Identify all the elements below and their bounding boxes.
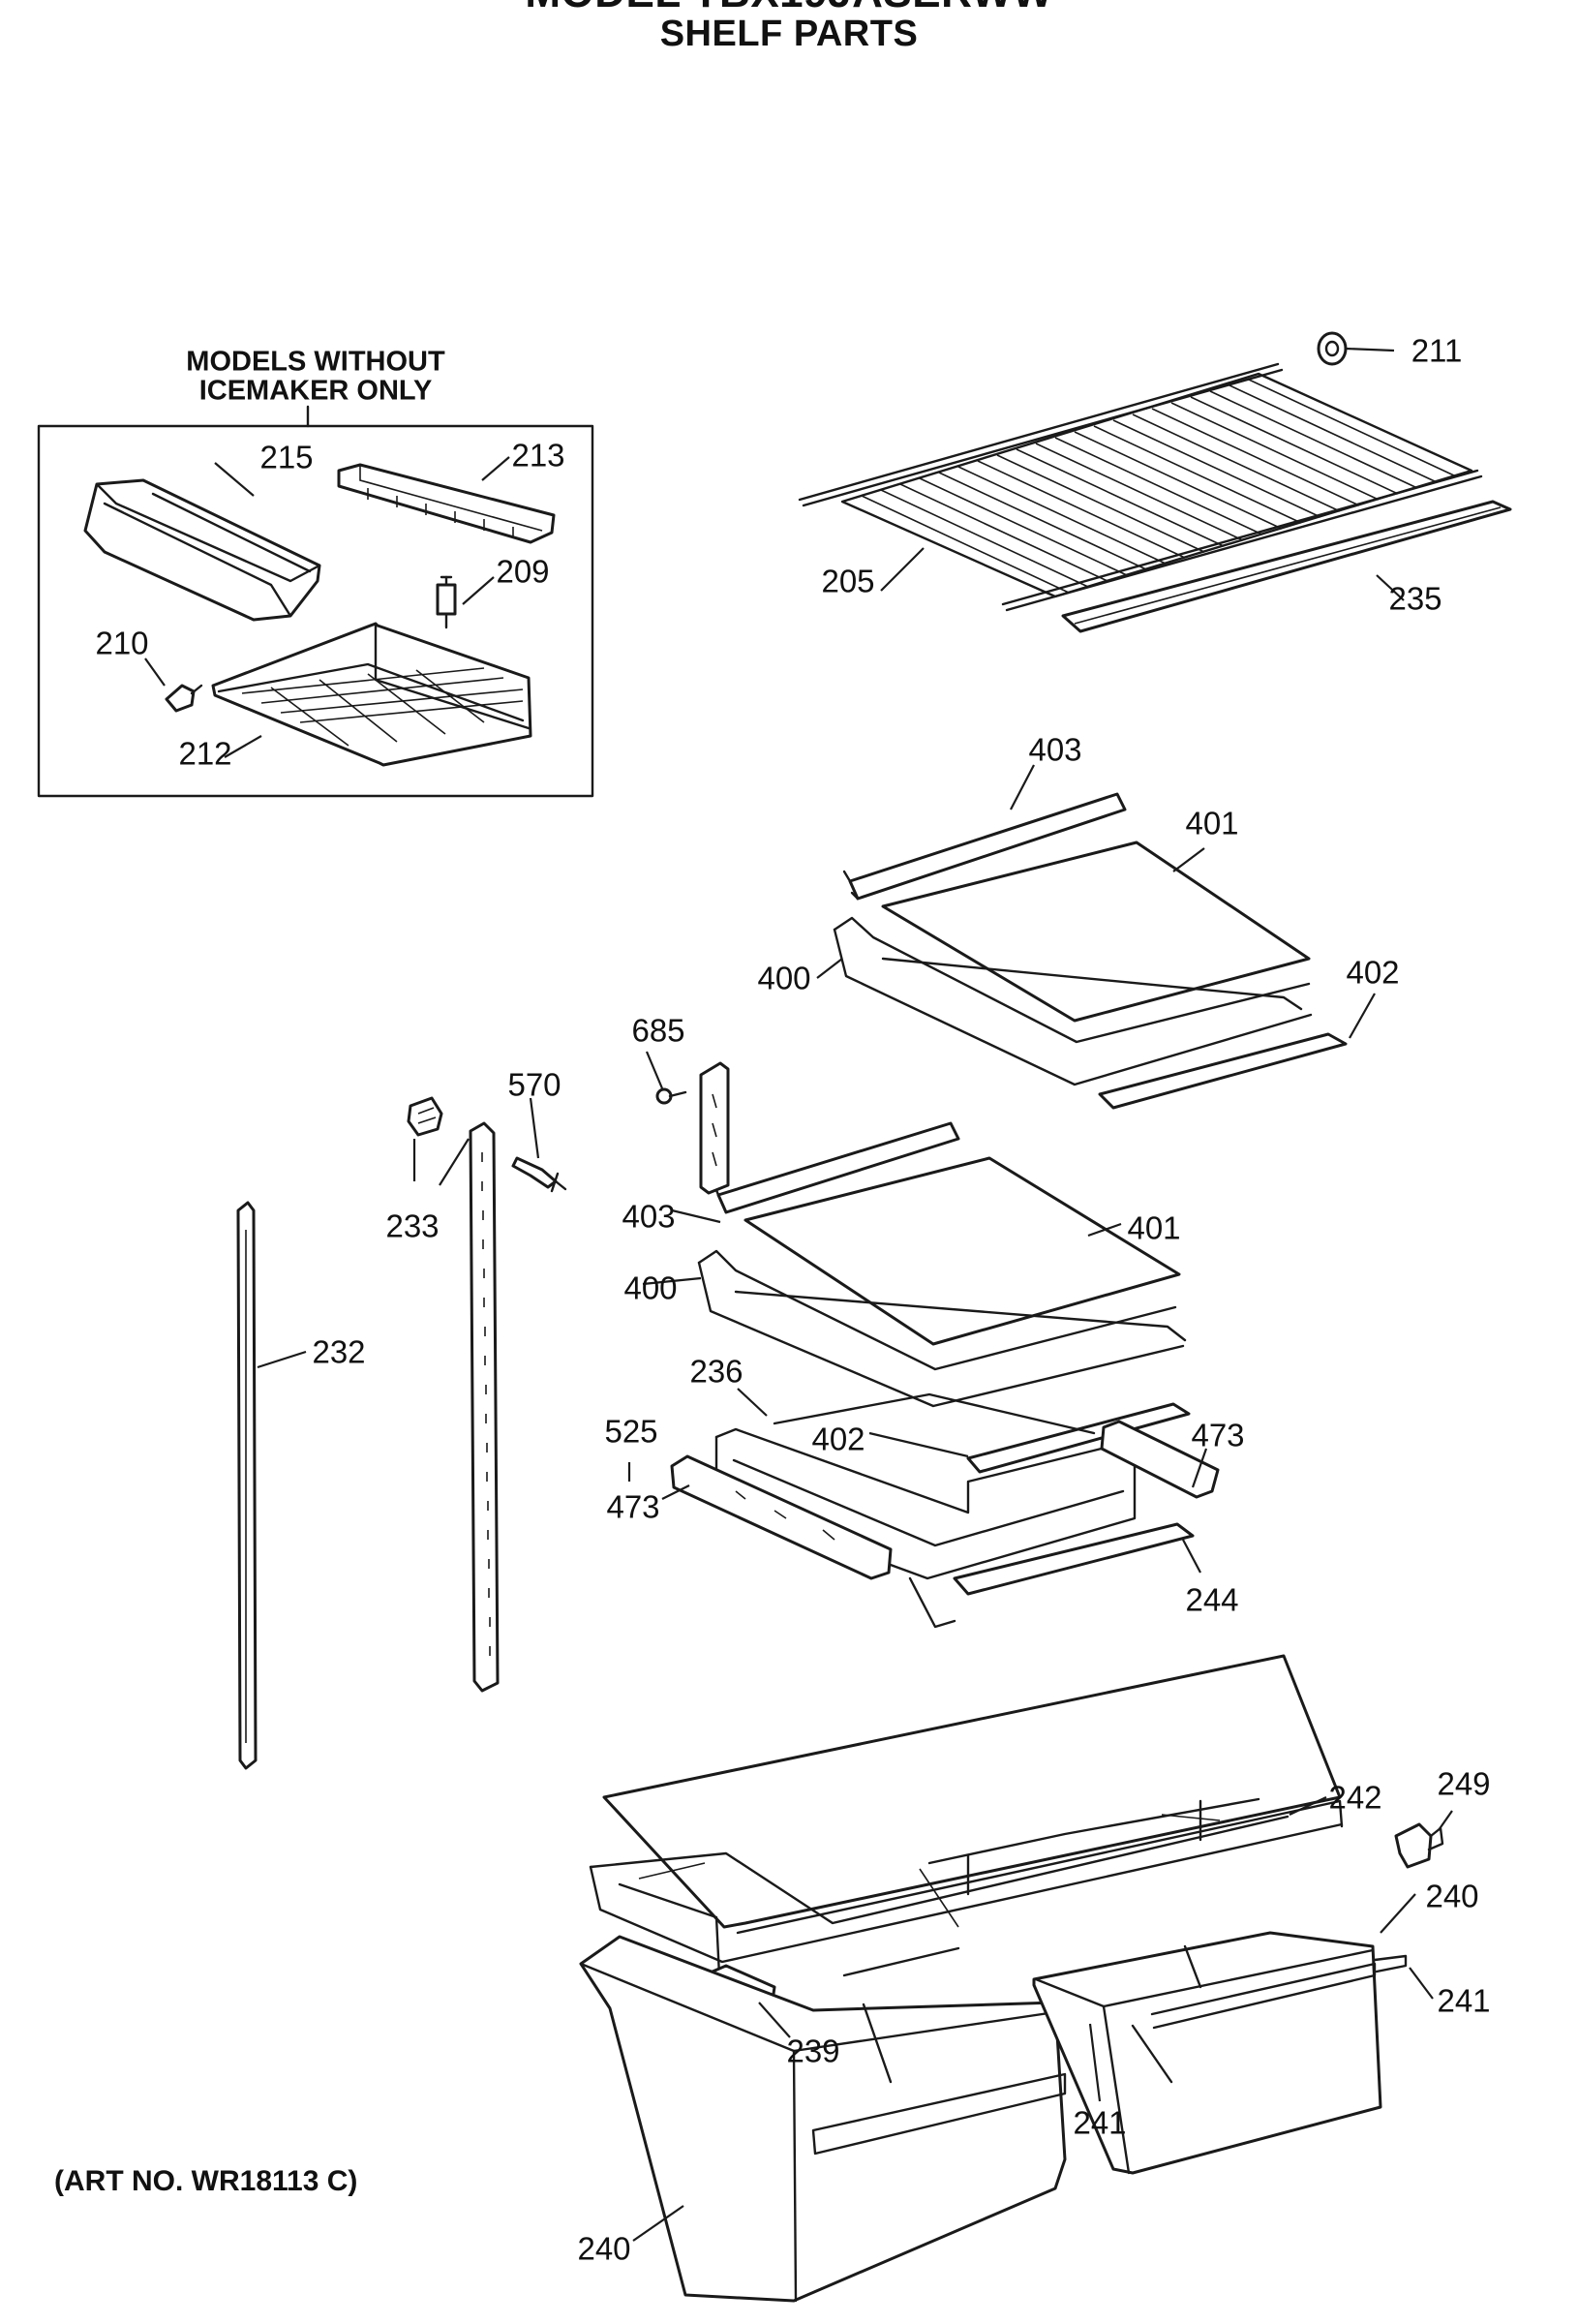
shelf-cap-part <box>1317 331 1348 366</box>
ice-bin-part <box>83 478 321 622</box>
model-title: MODEL TBX19JASERWW <box>0 0 1578 17</box>
callout-525: 525 <box>604 1413 658 1450</box>
callout-235: 235 <box>1388 580 1442 617</box>
callout-401-upper: 401 <box>1185 805 1239 841</box>
screw-685-part <box>655 1087 687 1105</box>
callout-236: 236 <box>689 1353 743 1390</box>
inset-box <box>37 405 594 798</box>
callout-239: 239 <box>786 2033 840 2069</box>
shelf-frame-lower-part <box>697 1121 1187 1408</box>
callout-244: 244 <box>1185 1581 1239 1618</box>
callout-249: 249 <box>1437 1765 1491 1802</box>
callout-570: 570 <box>507 1066 561 1103</box>
wire-shelf-part <box>798 362 1483 612</box>
callout-403-upper: 403 <box>1028 731 1082 768</box>
callout-205: 205 <box>821 563 875 599</box>
crisper-cover-part <box>589 1654 1344 1997</box>
callout-400-upper: 400 <box>757 960 811 996</box>
callout-240-right: 240 <box>1425 1878 1479 1914</box>
shelf-rail-part <box>469 1121 500 1693</box>
callout-241-right: 241 <box>1437 1982 1491 2019</box>
shelf-mount-rail-part <box>699 1061 730 1195</box>
left-rail-part <box>236 1201 258 1770</box>
ice-bin-support-part <box>211 622 532 767</box>
callout-210: 210 <box>95 625 149 661</box>
callout-401-lower: 401 <box>1127 1209 1181 1246</box>
rail-clip-part <box>407 1096 443 1137</box>
left-crisper-drawer-part <box>579 1935 1090 2303</box>
callout-240-lower: 240 <box>577 2230 631 2267</box>
callout-233: 233 <box>385 1208 440 1244</box>
callout-473-left: 473 <box>606 1488 660 1525</box>
callout-402-upper: 402 <box>1346 954 1400 991</box>
callout-209: 209 <box>496 553 550 590</box>
art-number: (ART NO. WR18113 C) <box>54 2165 358 2197</box>
callout-403-lower: 403 <box>622 1198 676 1235</box>
callout-241-lower: 241 <box>1073 2104 1127 2141</box>
inset-heading-line2: ICEMAKER ONLY <box>198 375 433 407</box>
pan-assembly-part <box>670 1392 1220 1629</box>
callout-215: 215 <box>259 439 314 475</box>
callout-400-lower: 400 <box>623 1269 678 1306</box>
callout-213: 213 <box>511 437 565 474</box>
shelf-frame-upper-part <box>833 792 1348 1110</box>
knob-part <box>165 684 203 713</box>
shelf-trim-part <box>1061 500 1512 633</box>
inset-heading-line1: MODELS WITHOUT <box>186 346 445 378</box>
bracket-clip-part <box>436 575 457 629</box>
leader-lines <box>144 347 1453 2242</box>
callout-402-lower: 402 <box>811 1421 865 1457</box>
callout-473-right: 473 <box>1191 1417 1245 1453</box>
callout-212: 212 <box>178 735 232 772</box>
right-crisper-drawer-part <box>1032 1931 1408 2175</box>
section-title: SHELF PARTS <box>659 14 919 54</box>
cover-bracket-part <box>1394 1822 1444 1869</box>
screw-570-part <box>511 1156 567 1193</box>
callout-232: 232 <box>312 1333 366 1370</box>
callout-242: 242 <box>1328 1779 1382 1816</box>
callout-211: 211 <box>1411 332 1463 369</box>
ice-tray-part <box>337 463 556 544</box>
callout-685: 685 <box>631 1012 685 1049</box>
